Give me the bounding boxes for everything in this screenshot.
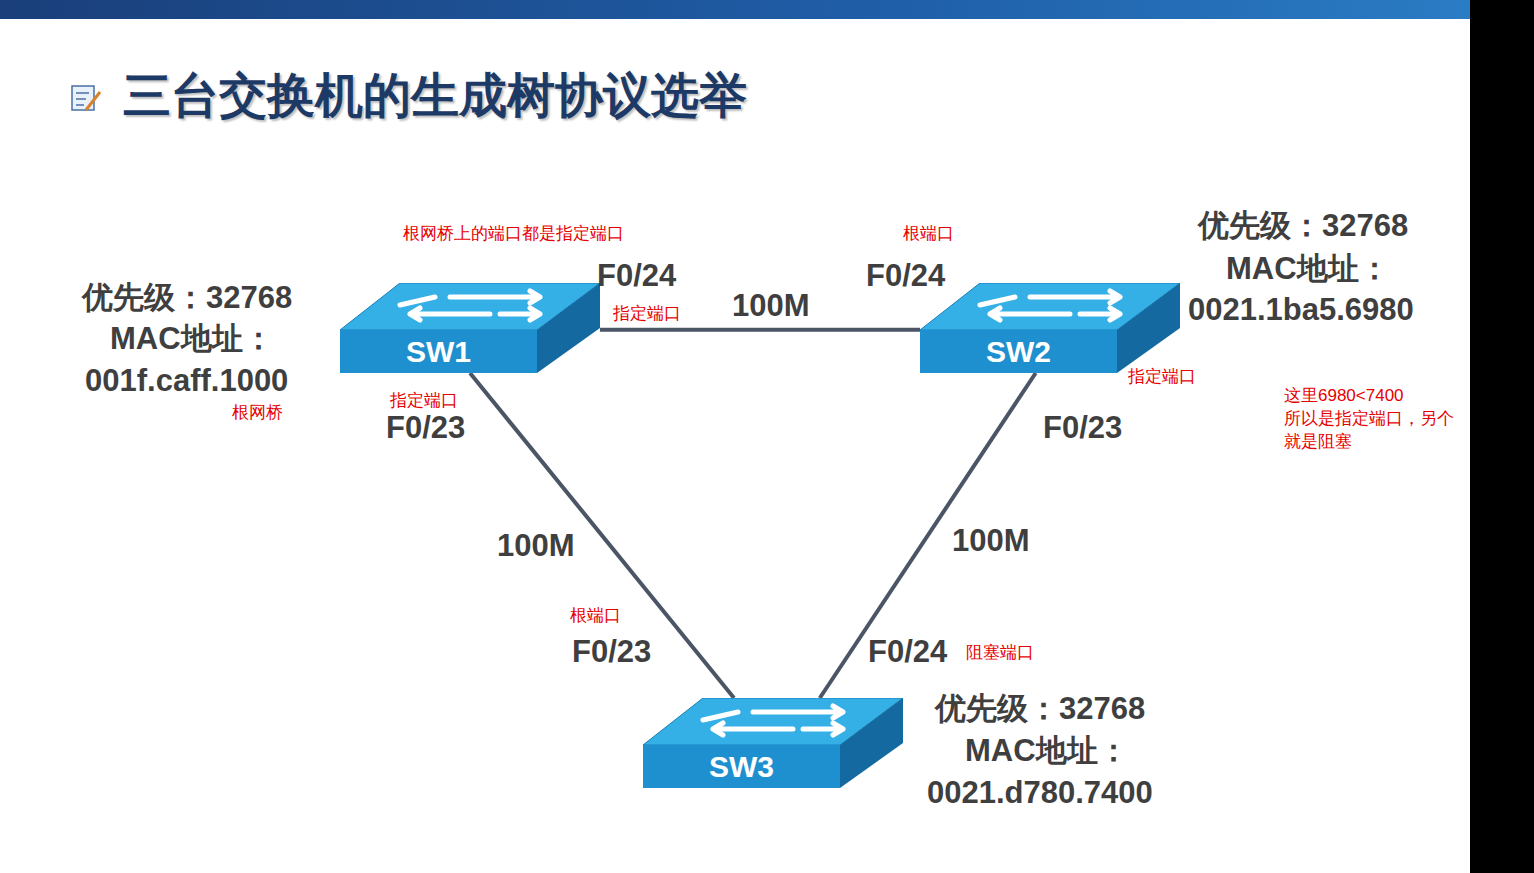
link-speed: 100M xyxy=(952,523,1030,559)
port-info: F0/23 xyxy=(386,410,465,446)
annotation: 这里6980<7400 xyxy=(1284,386,1404,406)
port-info: F0/23 xyxy=(1043,410,1122,446)
top-bar xyxy=(0,0,1470,19)
switch-arrow xyxy=(803,723,843,735)
switch-arrow xyxy=(1030,291,1120,303)
switch-node: SW3 xyxy=(643,698,903,788)
switch-front xyxy=(340,330,537,373)
link-speed: 100M xyxy=(732,288,810,324)
switch-arrow xyxy=(713,723,793,735)
port-info: 001f.caff.1000 xyxy=(85,363,288,399)
switch-arrow xyxy=(400,297,435,305)
annotation: 阻塞端口 xyxy=(966,643,1034,663)
switch-arrow xyxy=(980,297,1015,305)
port-info: F0/24 xyxy=(597,258,676,294)
switch-side xyxy=(537,283,600,373)
note-icon xyxy=(72,86,100,110)
switch-name: SW3 xyxy=(643,745,840,788)
annotation: 指定端口 xyxy=(1128,367,1196,387)
switch-arrow xyxy=(410,308,490,320)
switch-node: SW2 xyxy=(920,283,1180,373)
link-speed: 100M xyxy=(497,528,575,564)
switch-arrow xyxy=(990,308,1070,320)
port-info: MAC地址： xyxy=(965,733,1129,769)
link-line xyxy=(470,373,734,698)
slide-title: 三台交换机的生成树协议选举 xyxy=(123,64,747,128)
port-info: 优先级：32768 xyxy=(1198,208,1408,244)
port-info: 0021.1ba5.6980 xyxy=(1188,292,1414,328)
switch-arrow xyxy=(703,712,738,720)
switch-name: SW1 xyxy=(340,330,537,373)
annotation: 根网桥 xyxy=(232,403,283,423)
port-info: F0/24 xyxy=(868,634,947,670)
port-info: 优先级：32768 xyxy=(935,691,1145,727)
switch-side xyxy=(840,698,903,788)
annotation: 根网桥上的端口都是指定端口 xyxy=(403,224,624,244)
switch-side xyxy=(1117,283,1180,373)
port-info: 0021.d780.7400 xyxy=(927,775,1153,811)
port-info: F0/24 xyxy=(866,258,945,294)
link-line xyxy=(600,328,920,332)
switch-arrow xyxy=(500,308,540,320)
annotation: 所以是指定端口，另个 xyxy=(1284,409,1454,429)
switch-arrow xyxy=(1080,308,1120,320)
annotation: 根端口 xyxy=(570,606,621,626)
annotation: 根端口 xyxy=(903,224,954,244)
switch-arrow xyxy=(753,706,843,718)
port-info: F0/23 xyxy=(572,634,651,670)
switch-name: SW2 xyxy=(920,330,1117,373)
switch-front xyxy=(920,330,1117,373)
link-line xyxy=(820,373,1036,698)
port-info: MAC地址： xyxy=(1226,251,1390,287)
annotation: 指定端口 xyxy=(390,391,458,411)
port-info: 优先级：32768 xyxy=(82,280,292,316)
switch-node: SW1 xyxy=(340,283,600,373)
side-strip xyxy=(1470,0,1534,873)
switch-front xyxy=(643,745,840,788)
port-info: MAC地址： xyxy=(110,321,274,357)
switch-arrow xyxy=(450,291,540,303)
annotation: 指定端口 xyxy=(613,304,681,324)
annotation: 就是阻塞 xyxy=(1284,432,1352,452)
